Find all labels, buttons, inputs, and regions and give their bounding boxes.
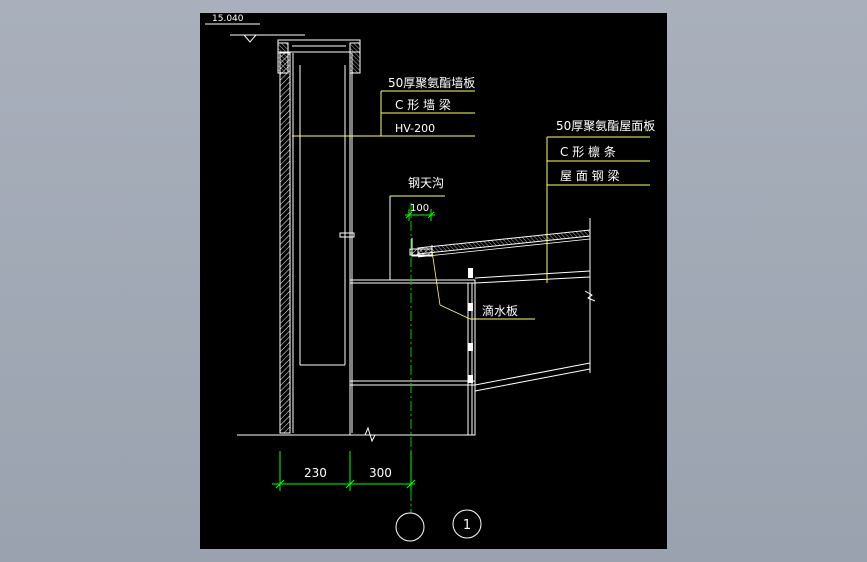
- leader-lines: [292, 90, 650, 320]
- parapet-cap: [277, 39, 361, 74]
- detail-drawing: 15.040: [205, 14, 655, 542]
- dim-gutter-width-text: 100: [410, 203, 429, 214]
- roof-beam: [468, 218, 596, 392]
- roof-panel: [417, 229, 591, 258]
- dim-bottom: 230 300: [272, 451, 416, 491]
- axis-bubble-left: [395, 512, 425, 542]
- ground-line: [237, 426, 475, 443]
- dim-gutter-width: 100: [405, 203, 435, 221]
- label-wall-purlin: C 形 墙 梁: [395, 97, 451, 112]
- elevation-label: 15.040: [212, 14, 244, 24]
- label-roof-purlin: C 形 檩 条: [560, 144, 616, 159]
- steel-column: [299, 53, 355, 433]
- drawing-sheet[interactable]: 15.040: [200, 13, 667, 549]
- axis-bubble-right: 1: [452, 509, 482, 539]
- elevation-mark: 15.040: [205, 14, 305, 43]
- label-wall-panel: 50厚聚氨酯墙板: [388, 76, 475, 90]
- dim-wall-text: 230: [304, 466, 327, 480]
- label-roof-beam: 屋 面 钢 梁: [560, 168, 619, 183]
- label-wall-beam: HV-200: [395, 122, 435, 135]
- label-drip-plate: 滴水板: [482, 303, 518, 318]
- main-beam: [349, 279, 476, 436]
- axis-bubble-right-text: 1: [463, 518, 471, 533]
- label-gutter: 钢天沟: [408, 176, 444, 190]
- label-roof-panel: 50厚聚氨酯屋面板: [556, 119, 655, 133]
- dim-offset-text: 300: [369, 466, 392, 480]
- steel-gutter: [350, 196, 471, 320]
- wall-panel: [279, 52, 294, 434]
